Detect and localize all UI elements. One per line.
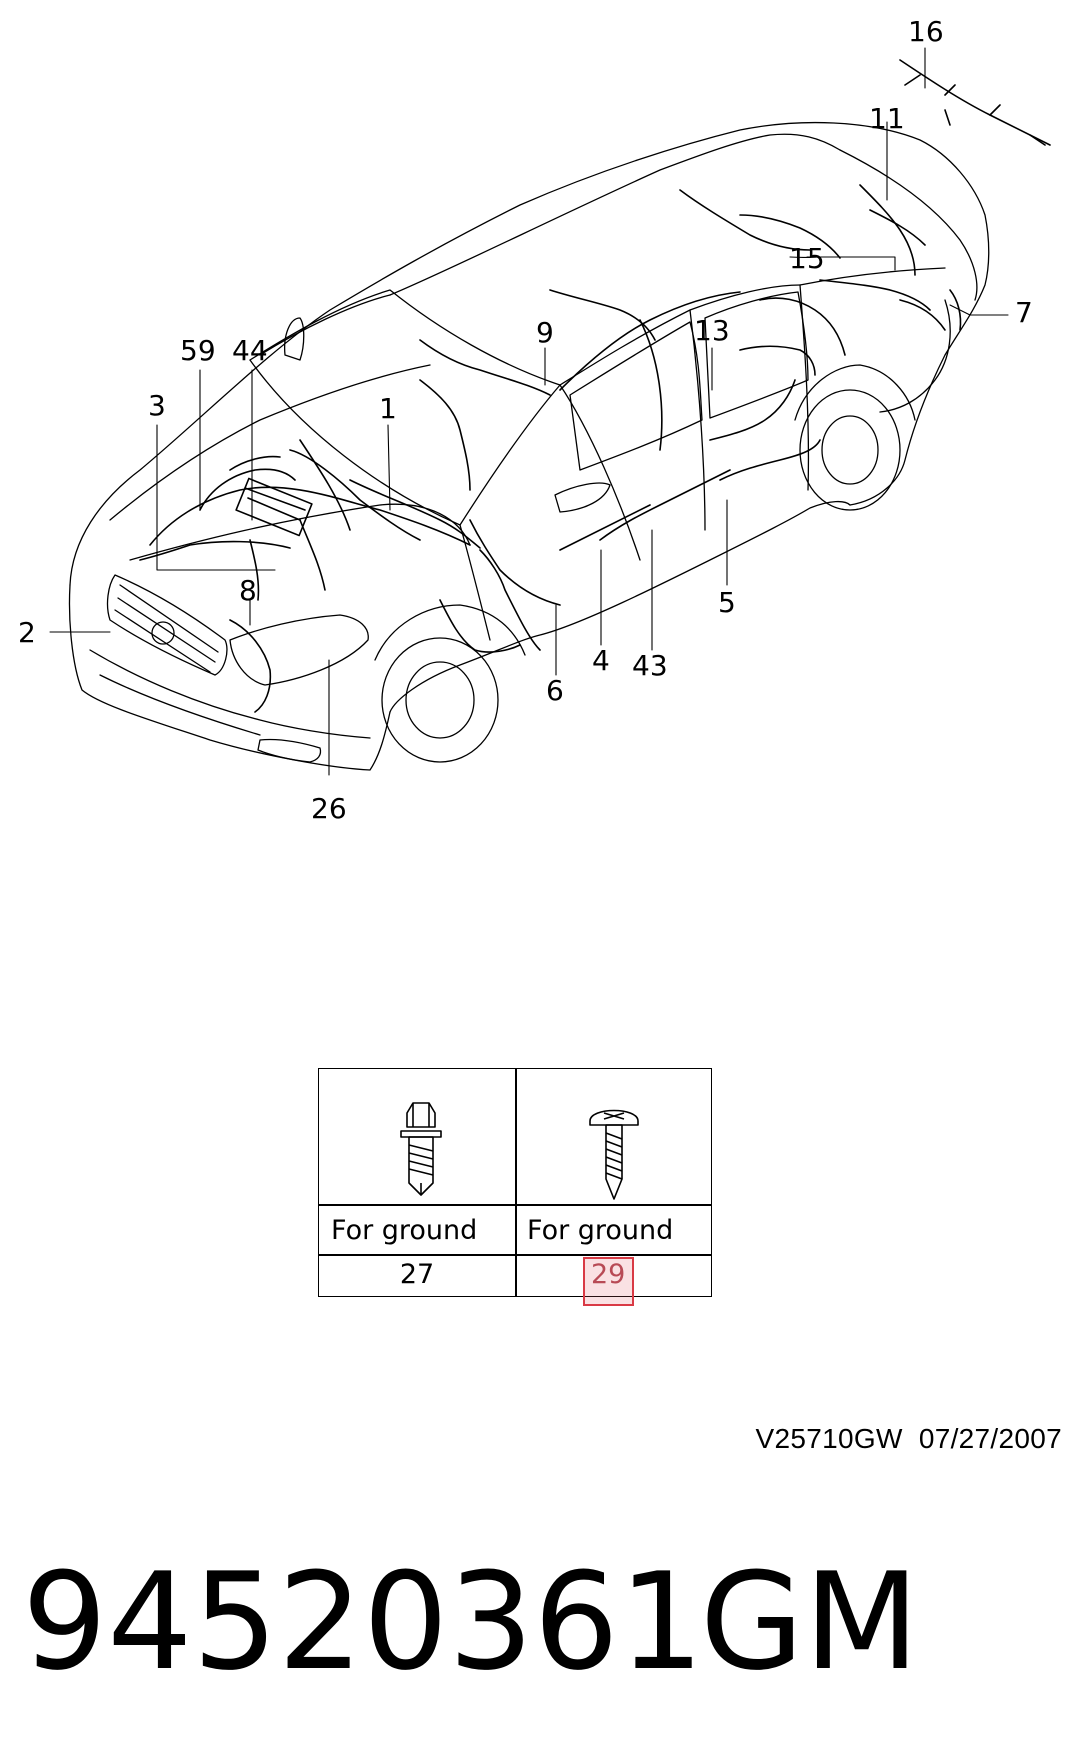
brand-name: GM	[700, 1544, 920, 1700]
bolt-usage-label: For ground	[331, 1215, 478, 1246]
callout-2: 2	[18, 616, 36, 649]
callout-3: 3	[148, 389, 166, 422]
callout-15: 15	[789, 242, 825, 275]
callout-7: 7	[1015, 296, 1033, 329]
fastener-table: For ground For ground 27 29	[318, 1068, 712, 1306]
bolt-ref-cell: 27	[319, 1261, 515, 1288]
part-number: 94520361	[22, 1544, 705, 1700]
callout-9: 9	[536, 316, 554, 349]
wiring-harness-diagram: 16 11 15 7 9 13 59 44 3 1 8 2 5 4 43 6 2…	[18, 15, 1051, 825]
callout-16: 16	[908, 15, 944, 48]
bolt-ref-number: 27	[399, 1259, 435, 1290]
wiring-harnesses	[139, 59, 1051, 713]
car-body-outline	[68, 121, 990, 771]
table-divider	[515, 1069, 517, 1296]
callout-26: 26	[311, 792, 347, 825]
callout-4: 4	[592, 644, 610, 677]
callout-5: 5	[718, 586, 736, 619]
callout-11: 11	[869, 102, 905, 135]
callout-43: 43	[632, 649, 668, 682]
leader-lines	[49, 47, 1009, 776]
selected-part-highlight[interactable]	[583, 1257, 634, 1306]
table-divider	[319, 1204, 711, 1206]
tapping-screw-icon	[584, 1099, 644, 1204]
screw-ref-number[interactable]: 29	[591, 1259, 626, 1290]
callout-13: 13	[694, 314, 730, 347]
callout-44: 44	[232, 334, 268, 367]
revision-stamp: V25710GW 07/27/2007	[755, 1423, 1062, 1454]
callout-1: 1	[379, 392, 397, 425]
table-divider	[319, 1254, 711, 1256]
callout-59: 59	[180, 334, 216, 367]
callout-8: 8	[239, 574, 257, 607]
flange-bolt-icon	[389, 1095, 449, 1205]
callout-6: 6	[546, 674, 564, 707]
screw-usage-label: For ground	[527, 1215, 674, 1246]
